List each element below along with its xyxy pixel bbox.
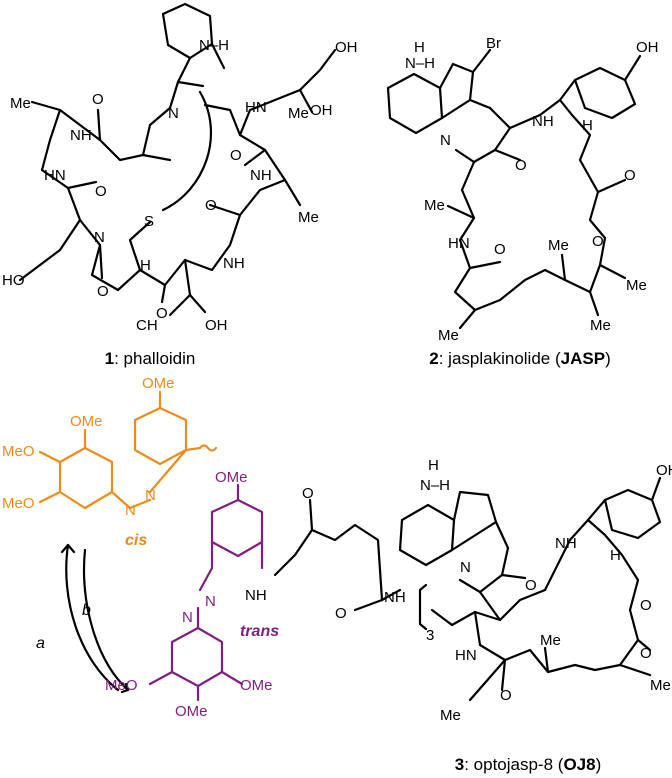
carbonyl-o-label: O [97,283,109,300]
arrow-label-b: b [82,602,91,619]
methyl-label: Me [626,277,647,294]
methyl-label: Me [440,707,461,724]
trans-label: trans [240,623,279,640]
methyl-label: Me [548,237,569,254]
jasplakinolide-structure: H N–H Br N O NH H OH Me O HN Me Me O O M… [386,35,659,344]
carbonyl-o-label: O [95,183,107,200]
indole-h-label: H [414,39,425,56]
methoxy-label: OMe [70,413,103,430]
n-methyl-label: N [460,559,471,576]
amide-n-label: N [168,105,179,122]
methoxy-label: OMe [215,469,248,486]
trans-azobenzene-structure: OMe N N MeO OMe OMe [105,469,273,720]
amide-nh-label: NH [250,167,272,184]
ester-o-label: O [640,645,652,662]
amide-nh-label: NH [532,113,554,130]
carbonyl-o-label: O [302,485,314,502]
carbonyl-o-label: O [156,305,168,322]
amide-nh-label: NH [245,587,267,604]
methoxy-label: MeO [2,443,35,460]
methoxy-label: OMe [175,703,208,720]
indole-h-label: H [428,457,439,474]
hydroxyl-label: HO [2,272,25,289]
carbonyl-o-label: O [494,241,506,258]
ester-o-label: O [640,597,652,614]
bromine-label: Br [486,35,501,52]
azo-n-label: N [125,502,136,519]
methyl-label: Me [590,317,611,334]
arrow-label-a: a [36,635,45,652]
threonine-methyl-label: CH [136,317,158,334]
indole-n-label: N–H [420,477,450,494]
alpha-h-label: H [610,547,621,564]
carbonyl-o-label: O [335,605,347,622]
methyl-label: Me [10,95,31,112]
indole-nh-label: N–H [199,37,229,54]
methyl-label: Me [288,105,309,122]
methylene-count-label: 3 [426,627,434,644]
isomerization-arrows [60,543,130,694]
carbonyl-o-label: O [500,687,512,704]
methoxy-label: MeO [2,495,35,512]
compound-2-caption: 2: jasplakinolide (JASP) [429,349,610,368]
sulfur-label: S [144,213,154,230]
cis-azobenzene-structure: OMe OMe MeO MeO N N [2,375,218,519]
methoxy-label: MeO [105,677,138,694]
amide-nh-label: NH [70,127,92,144]
threonine-oh-label: OH [205,317,228,334]
amide-hn-label: HN [44,167,66,184]
amide-nh-label: NH [384,589,406,606]
ester-o-label: O [624,167,636,184]
compound-3-caption: 3: optojasp-8 (OJ8) [455,755,602,774]
phenol-oh-label: OH [636,39,659,56]
amide-hn-label: HN [448,235,470,252]
amide-nh-label: H [140,257,151,274]
azo-n-label: N [182,609,193,626]
amide-nh-label: NH [555,535,577,552]
carbonyl-o-label: O [92,91,104,108]
proline-n-label: N [94,229,105,246]
compound-1-caption: 1: phalloidin [105,349,196,368]
methyl-label: Me [424,197,445,214]
methyl-label: Me [540,632,561,649]
methyl-label: Me [650,677,671,694]
n-methyl-label: N [440,132,451,149]
amide-hn-label: HN [455,647,477,664]
azo-n-label: N [145,487,156,504]
alpha-h-label: H [582,117,593,134]
azo-n-label: N [205,593,216,610]
carbonyl-o-label: O [205,197,217,214]
cis-label: cis [125,532,147,549]
phalloidin-structure: N–H N Me O NH HN O N HO O S H O CH OH O … [2,2,358,334]
ester-o-label: O [592,233,604,250]
methoxy-label: OMe [142,375,175,392]
methyl-label: Me [438,327,459,344]
optojasp-structure: H N–H NH O O NH 3 N O NH H OH HN O Me Me… [245,457,672,724]
carbonyl-o-label: O [525,577,537,594]
indole-n-label: N–H [405,55,435,72]
phenol-oh-label: OH [656,462,672,479]
carbonyl-o-label: O [230,147,242,164]
methyl-label: Me [298,209,319,226]
hydroxyl-label: OH [335,39,358,56]
methoxy-label: OMe [240,677,273,694]
amide-nh-label: NH [223,255,245,272]
carbonyl-o-label: O [515,157,527,174]
amide-hn-label: HN [245,99,267,116]
hydroxyl-label: OH [310,102,333,119]
